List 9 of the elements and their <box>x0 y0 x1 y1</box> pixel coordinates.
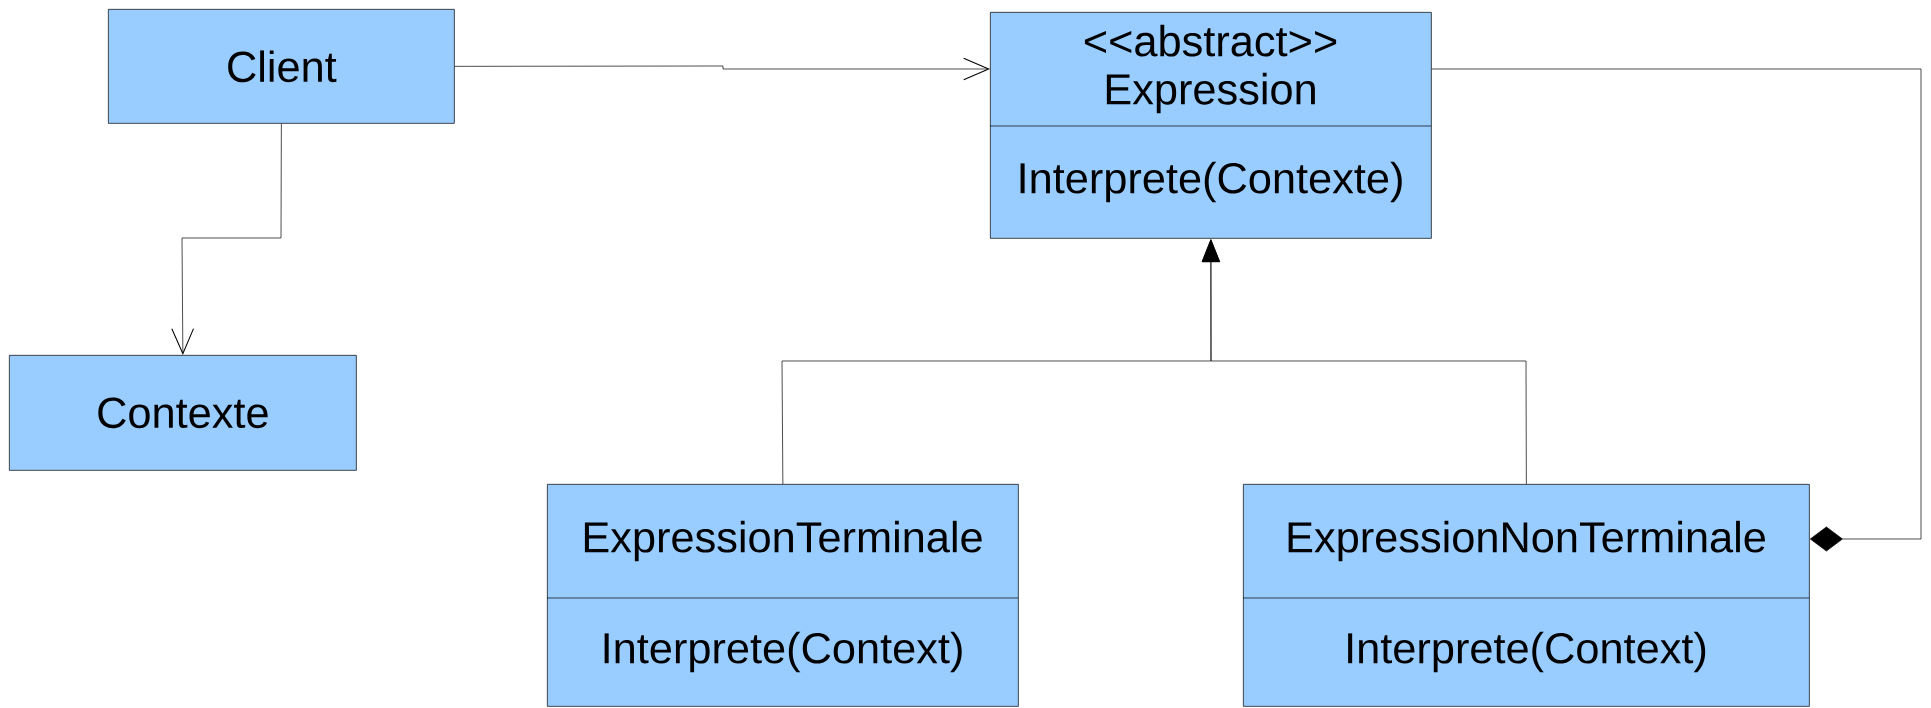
inheritance-arrow <box>1201 239 1527 485</box>
class-box: <<abstract>> Expression Interprete(Contexte) <box>989 12 1432 239</box>
class-box: Client <box>108 9 455 124</box>
class-box: Contexte <box>9 355 357 471</box>
class-box: ExpressionNonTerminale Interprete(Context) <box>1242 484 1810 707</box>
association-arrow <box>171 123 282 355</box>
aggregation-line <box>1431 68 1922 552</box>
class-box: ExpressionTerminale Interprete(Context) <box>546 484 1019 707</box>
association-arrow <box>454 57 990 81</box>
